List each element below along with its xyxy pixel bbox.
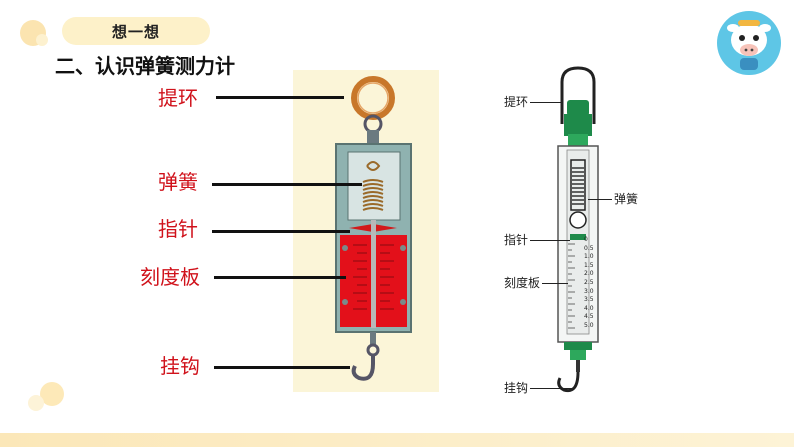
small-line-hook [530,388,574,389]
scale-tick-label: 4.0 [584,304,594,312]
small-line-ring [530,102,562,103]
footer-band [0,433,794,447]
pointer-line-pointer [212,230,350,233]
scale-tick-label: 0 [584,236,588,243]
scale-tick-label: 3.0 [584,287,594,295]
cow-mascot-icon [716,10,782,76]
small-label-spring: 弹簧 [614,192,639,206]
label-hook: 挂钩 [160,354,200,378]
section-badge: 想一想 [62,17,210,45]
label-ring: 提环 [158,86,198,110]
pointer-line-hook [214,366,350,369]
small-label-hook: 挂钩 [504,381,529,395]
small-line-pointer [530,240,570,241]
scale-tick-label: 0.5 [584,244,594,252]
label-scale: 刻度板 [140,265,200,289]
pointer-line-spring [212,183,362,186]
small-line-scale [542,283,568,284]
small-label-scale: 刻度板 [504,276,541,290]
scale-tick-label: 1.0 [584,253,594,261]
ring-icon [351,76,395,120]
scale-tick-label: 1.5 [584,261,594,269]
pointer-line-ring [216,96,344,99]
label-pointer: 指针 [158,217,198,241]
scale-tick-label: 4.5 [584,313,594,321]
scale-tick-label: 2.0 [584,270,594,278]
small-label-pointer: 指针 [504,233,529,247]
spring-scale-diagram [548,64,608,404]
label-spring: 弹簧 [158,170,198,194]
pointer-line-scale [214,276,346,279]
scale-tick-label: 2.5 [584,279,594,286]
scale-tick-label: 3.5 [584,296,594,304]
decor-dot-bottom-left-small [28,395,44,411]
scale-tick-label: 5.0 [584,322,594,329]
decor-dot-bottom-left [40,382,64,406]
small-label-ring: 提环 [504,95,529,109]
decor-dot-top-left-small [36,34,48,46]
small-line-spring [588,199,612,200]
page-title: 二、认识弹簧测力计 [55,54,235,78]
